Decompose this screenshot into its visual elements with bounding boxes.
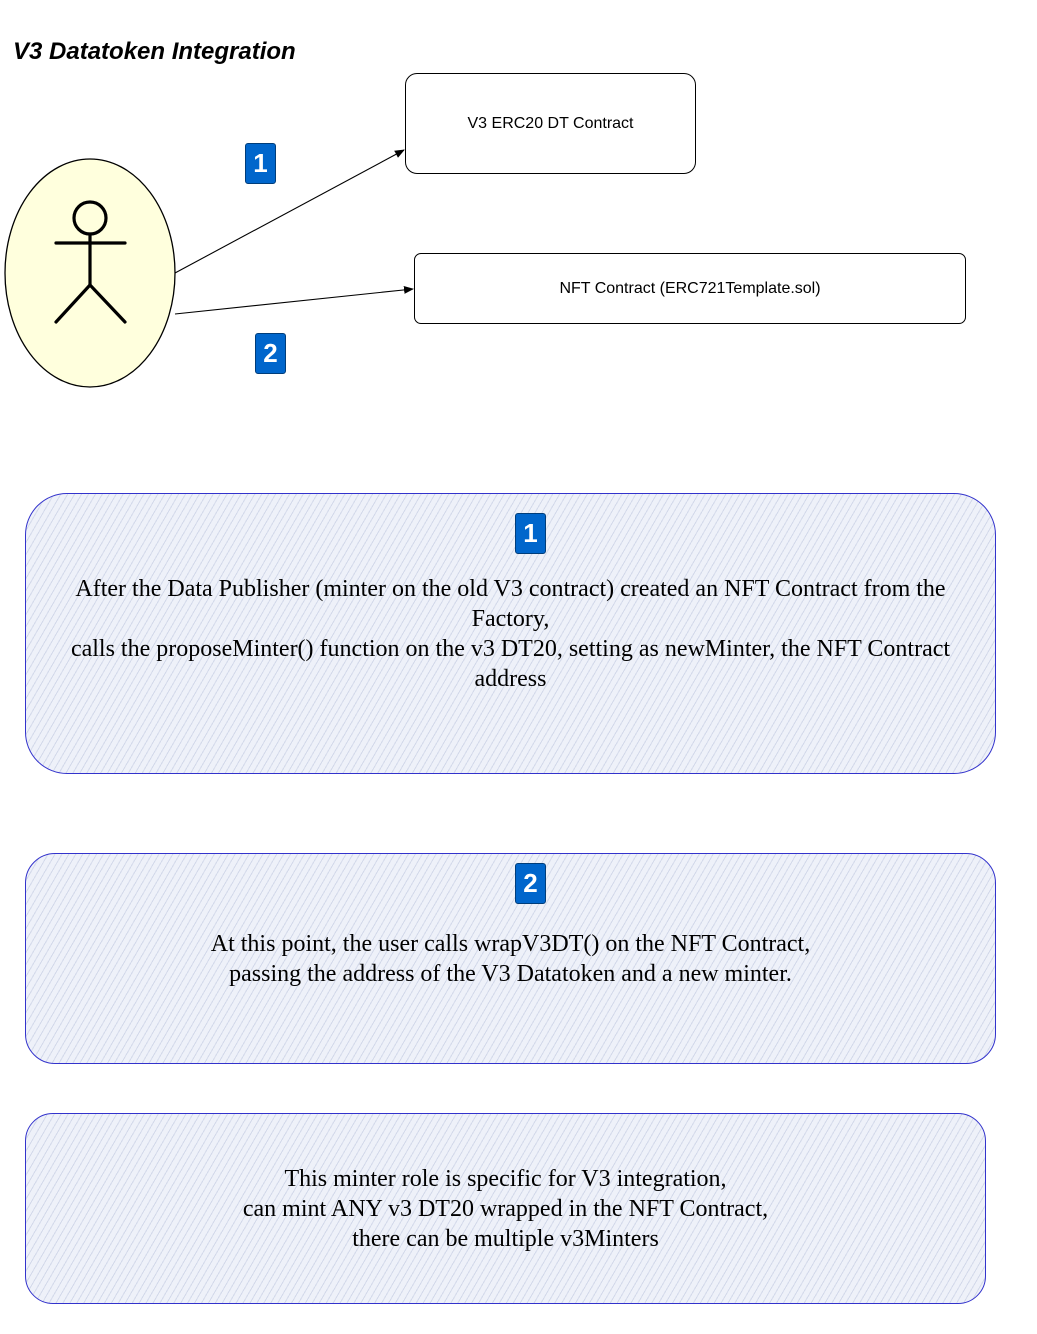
nft-contract-box: NFT Contract (ERC721Template.sol): [414, 253, 966, 324]
arrow-to-erc20: [174, 149, 405, 274]
diagram-title: V3 Datatoken Integration: [13, 38, 296, 65]
note-step-2: At this point, the user calls wrapV3DT()…: [25, 853, 996, 1064]
note-3-line-3: there can be multiple v3Minters: [352, 1226, 659, 1252]
arrow-to-nft: [174, 285, 414, 315]
note-step-1: After the Data Publisher (minter on the …: [25, 493, 996, 774]
step-1-badge: 1: [245, 143, 276, 184]
note-1-badge: 1: [515, 513, 546, 554]
erc20-contract-box: V3 ERC20 DT Contract: [405, 73, 696, 174]
step-2-badge: 2: [255, 333, 286, 374]
note-2-badge: 2: [515, 863, 546, 904]
note-1-text: After the Data Publisher (minter on the …: [26, 574, 995, 694]
nft-contract-label: NFT Contract (ERC721Template.sol): [559, 279, 821, 297]
note-2-line-1: At this point, the user calls wrapV3DT()…: [210, 931, 811, 957]
note-3-text: This minter role is specific for V3 inte…: [26, 1164, 985, 1254]
erc20-contract-label: V3 ERC20 DT Contract: [467, 114, 634, 132]
note-2-line-2: passing the address of the V3 Datatoken …: [229, 961, 792, 987]
note-1-line-1: After the Data Publisher (minter on the …: [75, 576, 946, 632]
stick-figure-icon: [54, 200, 127, 324]
note-2-text: At this point, the user calls wrapV3DT()…: [26, 929, 995, 989]
flow-diagram: [4, 149, 414, 388]
note-3-line-1: This minter role is specific for V3 inte…: [284, 1166, 727, 1192]
note-3-line-2: can mint ANY v3 DT20 wrapped in the NFT …: [242, 1196, 769, 1222]
note-minter-role: This minter role is specific for V3 inte…: [25, 1113, 986, 1304]
note-1-line-2: calls the proposeMinter() function on th…: [70, 636, 951, 692]
